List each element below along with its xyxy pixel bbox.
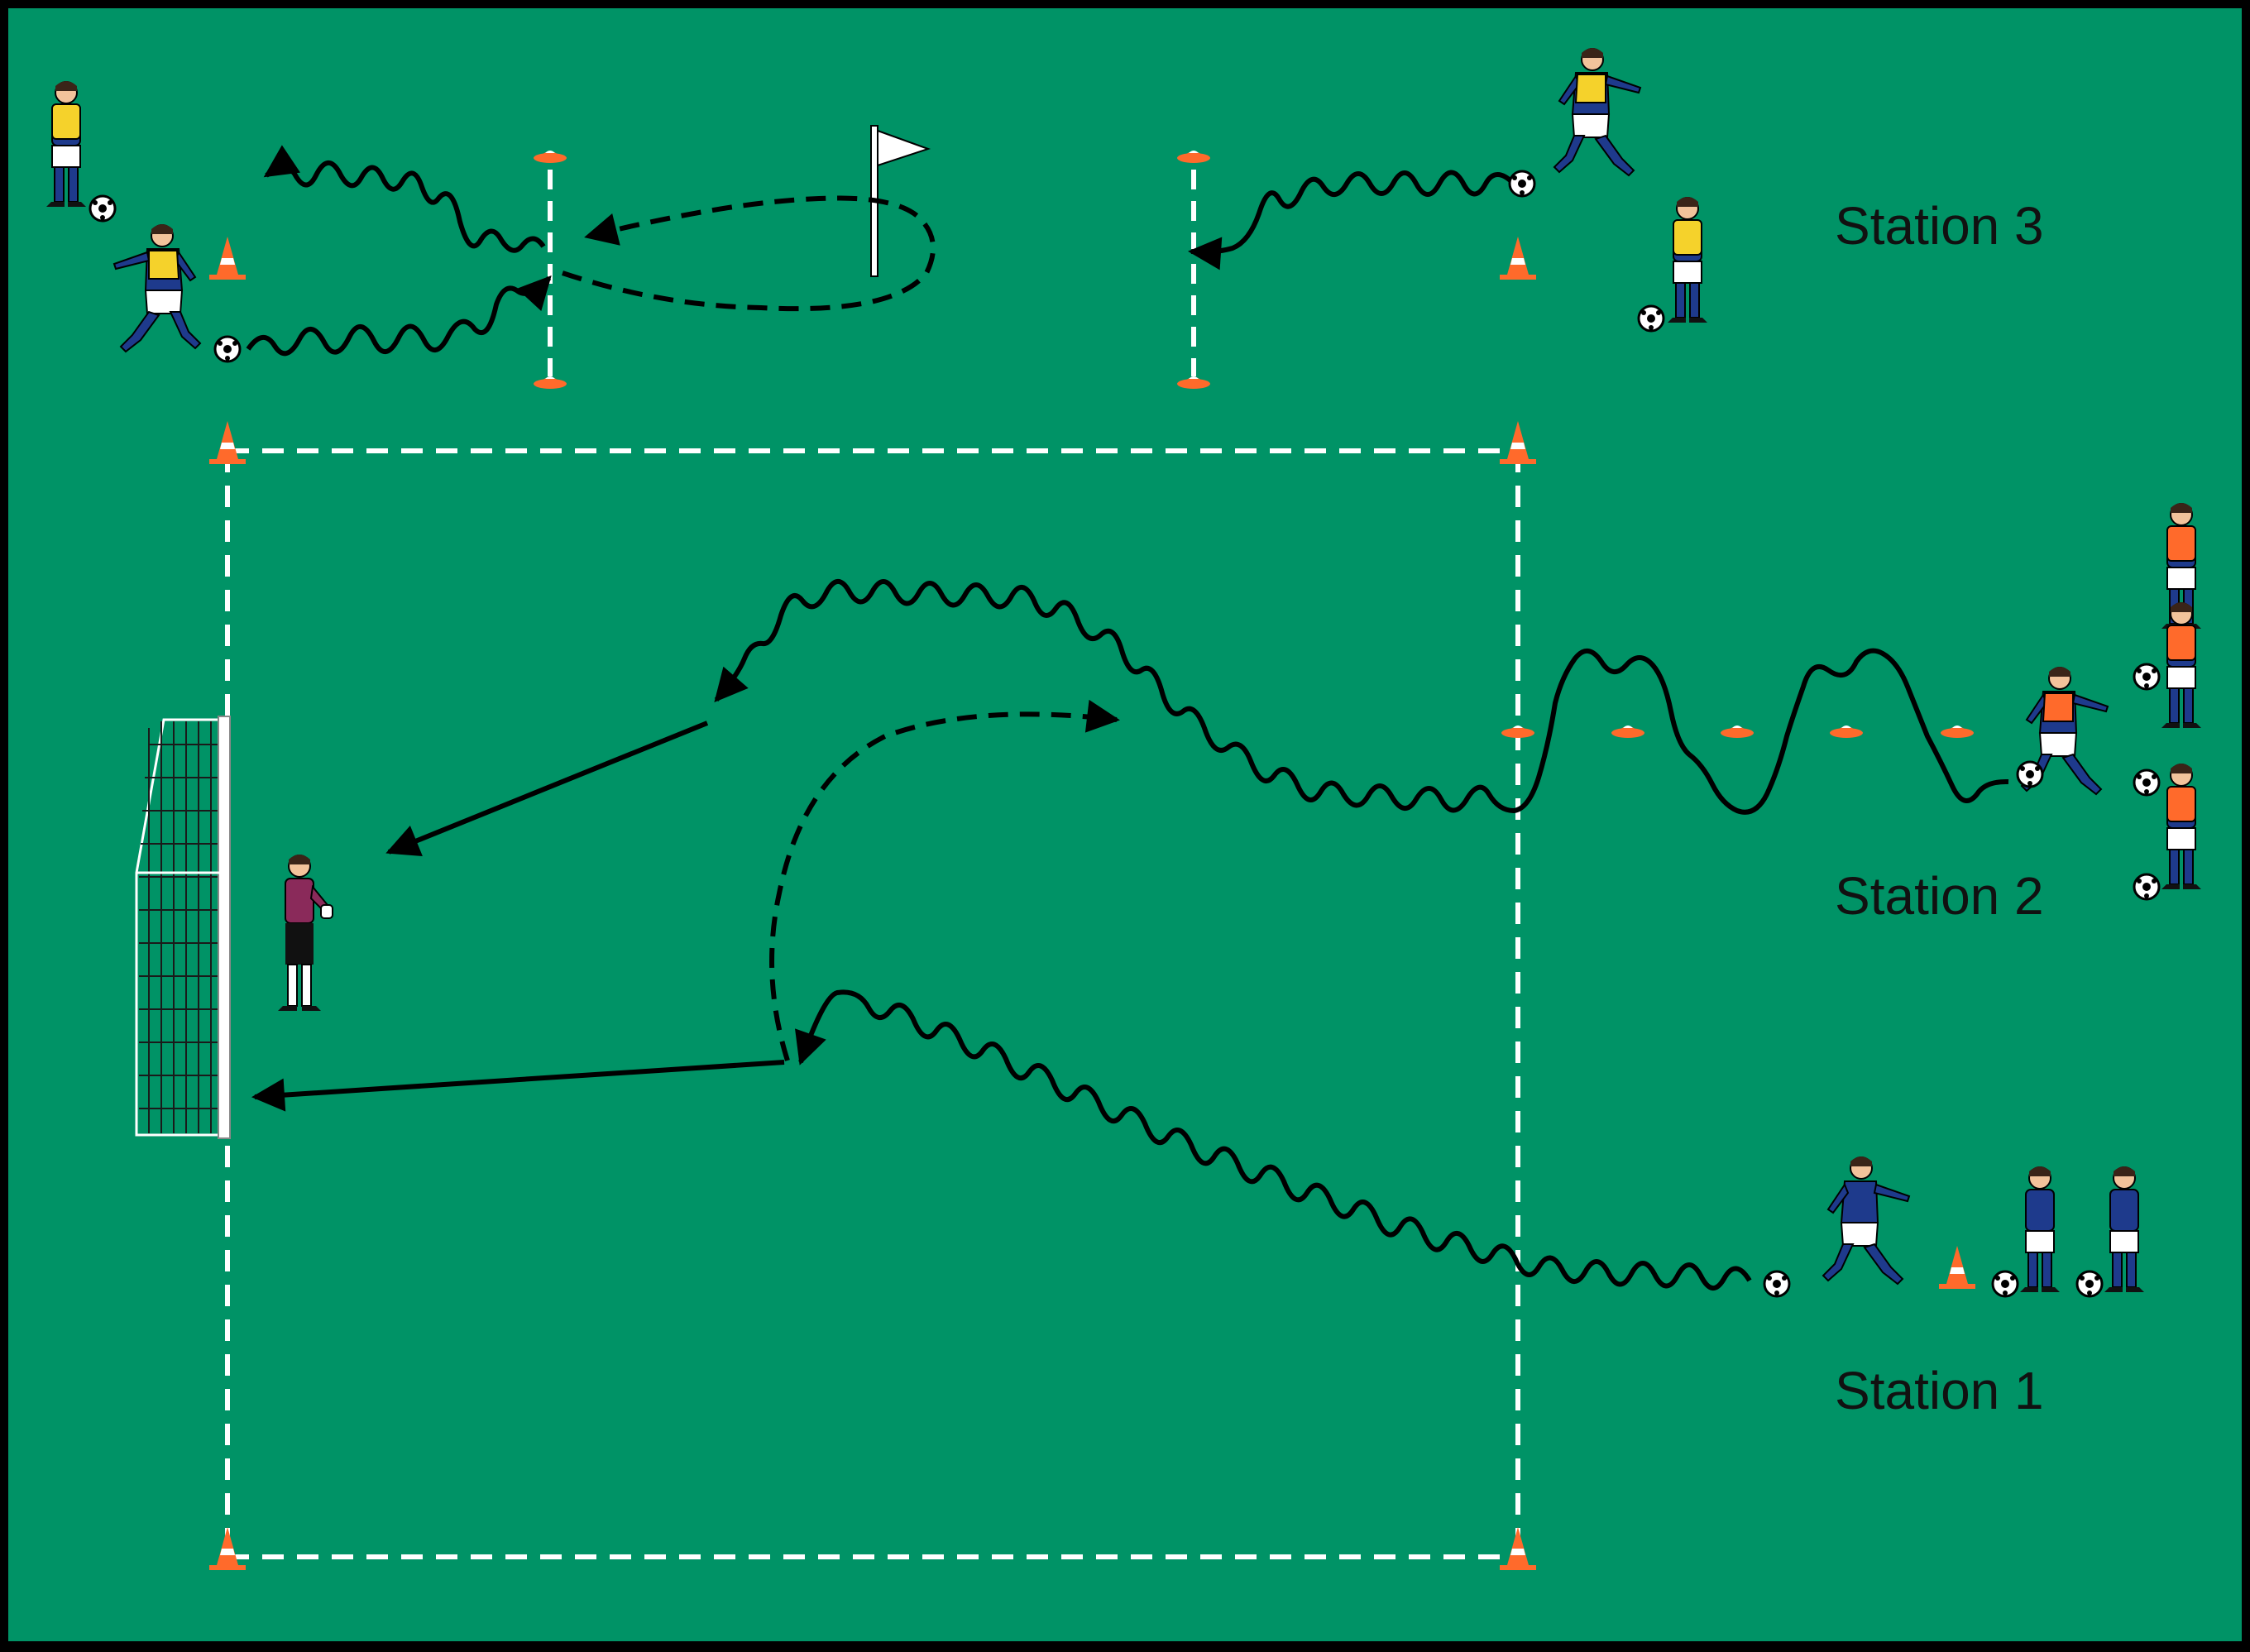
player-icon (1667, 196, 1708, 323)
player-icon (1553, 47, 1641, 176)
goalkeeper-icon (278, 855, 333, 1011)
station3-drill (45, 47, 1708, 389)
player-icon (2161, 601, 2202, 729)
ball-icon (213, 335, 242, 363)
ball-icon (2075, 1270, 2104, 1298)
station1-drill (251, 699, 2145, 1298)
pitch-surface (8, 8, 2242, 1641)
station2-drill (385, 502, 2202, 901)
station2-label: Station 2 (1835, 866, 2044, 926)
ball-icon (2016, 760, 2044, 788)
station3-label: Station 3 (1835, 196, 2044, 256)
player-icon (2161, 763, 2202, 890)
ball-icon (1763, 1270, 1791, 1298)
ball-icon (2133, 769, 2161, 797)
ball-icon (1637, 304, 1665, 333)
ball-icon (89, 194, 117, 223)
player-icon (45, 80, 87, 208)
ball-icon (1991, 1270, 2019, 1298)
playing-area (225, 448, 1520, 1559)
player-icon (2161, 502, 2202, 630)
player-icon (2021, 666, 2109, 795)
player-icon (113, 223, 201, 352)
ball-icon (2133, 663, 2161, 691)
ball-icon (2133, 873, 2161, 901)
ball-icon (1508, 170, 1536, 198)
station1-label: Station 1 (1835, 1361, 2044, 1420)
goal-icon (135, 716, 231, 1139)
